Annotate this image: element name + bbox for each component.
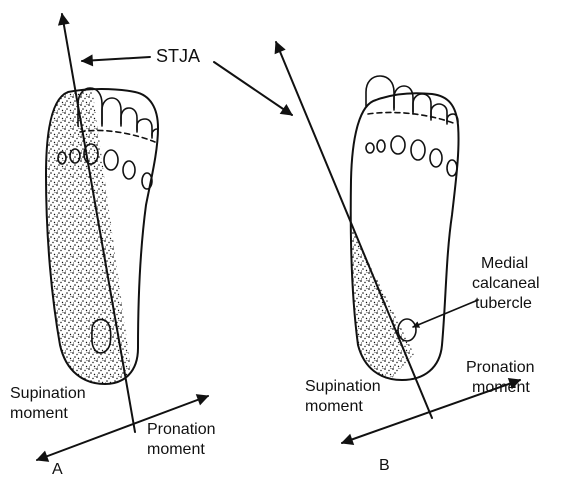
svg-text:Supination moment: Supination moment xyxy=(10,385,90,422)
b-tubercle-line2: calcaneal xyxy=(472,275,540,292)
b-supination-line2: moment xyxy=(305,398,363,415)
stja-arrow-to-b xyxy=(214,62,292,115)
b-pronation-line1: Pronation xyxy=(466,359,535,376)
a-pronation-line2: moment xyxy=(147,441,205,458)
foot-b-toes xyxy=(366,76,458,124)
b-pronation-line2: moment xyxy=(472,379,530,396)
foot-b xyxy=(300,76,459,478)
foot-b-metatarsal-pads xyxy=(366,136,457,176)
svg-text:Pronation moment: Pronation moment xyxy=(147,421,220,458)
svg-text:Medial calcaneal tuber: Medial calcaneal tubercle xyxy=(472,255,544,312)
a-pronation-line1: Pronation xyxy=(147,421,216,438)
panel-label-a: A xyxy=(52,461,63,478)
stja-arrow-to-a xyxy=(82,57,150,61)
svg-text:Supination moment: Supination moment xyxy=(305,378,385,415)
svg-text:Pronation moment: Pronation moment xyxy=(466,359,539,396)
a-supination-line1: Supination xyxy=(10,385,86,402)
foot-b-stippled-region xyxy=(300,140,414,478)
a-supination-line2: moment xyxy=(10,405,68,422)
b-tubercle-line1: Medial xyxy=(481,255,528,272)
panel-label-b: B xyxy=(379,457,390,474)
stja-label: STJA xyxy=(156,46,200,66)
stja-axis-b xyxy=(276,42,432,418)
b-supination-line1: Supination xyxy=(305,378,381,395)
b-tubercle-line3: tubercle xyxy=(475,295,532,312)
